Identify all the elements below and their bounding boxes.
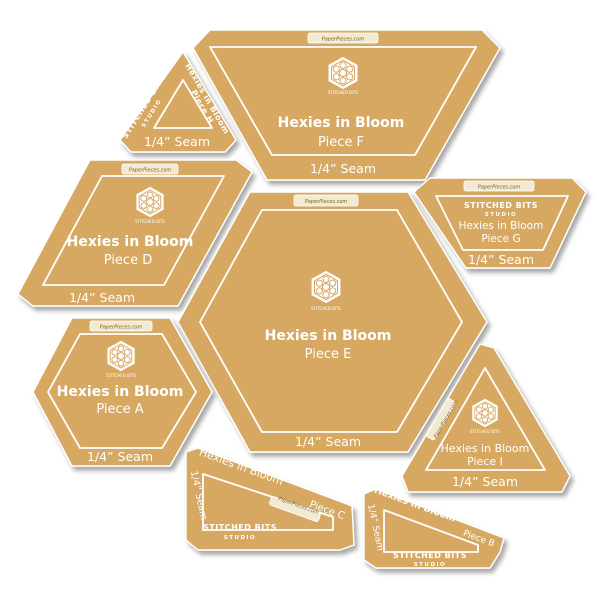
piece-c-studio-sub: STUDIO — [224, 535, 256, 541]
piece-e-logo-studio-text: STITCHED BITS — [311, 306, 341, 311]
piece-a-cut-line — [47, 333, 197, 449]
piece-e-seam-label: 1/4” Seam — [295, 434, 361, 449]
piece-h-body — [119, 51, 237, 153]
piece-d-piece-label: Piece D — [104, 253, 152, 268]
piece-g-url: PaperPieces.com — [478, 185, 521, 191]
piece-b-cut-line — [383, 509, 479, 553]
piece-h-cut-line — [153, 79, 213, 129]
piece-f-logo-studio-text: STITCHED BITS — [328, 90, 358, 95]
piece-c-body — [185, 447, 355, 551]
piece-i-piece-label: Piece I — [467, 455, 503, 468]
template-piece-i: PaperPieces.com STITCHED BITS Hexies in … — [401, 343, 571, 493]
piece-b-studio-sub: STUDIO — [414, 562, 446, 568]
piece-g-seam-label: 1/4” Seam — [468, 252, 534, 267]
piece-h-seam-label: 1/4” Seam — [144, 134, 210, 149]
piece-f-piece-label: Piece F — [318, 135, 364, 150]
template-piece-b: Hexies in Bloom Piece B 1/4” Seam STITCH… — [363, 485, 505, 569]
piece-e-body — [177, 191, 488, 453]
piece-e-cut-line — [199, 209, 463, 433]
piece-f-cut-line — [209, 46, 477, 156]
piece-g-studio-name: STITCHED BITS — [464, 201, 538, 210]
piece-e-title: Hexies in Bloom — [265, 328, 392, 344]
piece-d-cut-line — [42, 175, 225, 286]
piece-e-url: PaperPieces.com — [305, 199, 348, 205]
piece-g-studio-sub: STUDIO — [485, 212, 517, 218]
piece-b-studio-name: STITCHED BITS — [393, 551, 467, 560]
piece-i-url-badge — [426, 398, 456, 441]
piece-g-body — [413, 177, 587, 269]
piece-d-body — [17, 159, 253, 307]
piece-i-cut-line — [425, 367, 546, 471]
template-piece-g: PaperPieces.com STITCHED BITS STUDIO Hex… — [413, 177, 587, 269]
piece-a-url: PaperPieces.com — [100, 325, 143, 331]
piece-i-title: Hexies in Bloom — [441, 442, 530, 455]
piece-f-url: PaperPieces.com — [322, 37, 365, 43]
piece-i-logo-studio-text: STITCHED BITS — [470, 429, 500, 434]
piece-d-logo-studio-text: STITCHED BITS — [135, 219, 165, 224]
piece-i-seam-label: 1/4” Seam — [452, 474, 518, 489]
piece-g-cut-line — [435, 195, 569, 251]
piece-c-url-badge — [269, 496, 321, 523]
piece-g-title: Hexies in Bloom — [459, 220, 544, 232]
piece-f-seam-label: 1/4” Seam — [310, 161, 376, 176]
template-piece-d: PaperPieces.com STITCHED BITS Hexies in … — [17, 159, 253, 307]
piece-e-piece-label: Piece E — [305, 347, 352, 362]
piece-f-title: Hexies in Bloom — [278, 115, 405, 131]
piece-a-seam-label: 1/4” Seam — [87, 449, 153, 464]
piece-g-url-badge — [463, 180, 535, 192]
template-piece-c: Hexies in Bloom Piece C 1/4” Seam PaperP… — [185, 445, 355, 551]
piece-f-url-badge — [307, 32, 379, 44]
piece-d-seam-label: 1/4” Seam — [69, 290, 135, 305]
piece-a-logo-studio-text: STITCHED BITS — [106, 373, 136, 378]
template-piece-a: PaperPieces.com STITCHED BITS Hexies in … — [32, 317, 213, 467]
piece-a-body — [32, 317, 213, 467]
piece-d-title: Hexies in Bloom — [67, 234, 194, 250]
piece-a-piece-label: Piece A — [96, 402, 143, 417]
piece-g-piece-label: Piece G — [481, 233, 520, 245]
piece-e-url-badge — [293, 194, 359, 207]
piece-d-url-badge — [121, 163, 179, 175]
piece-a-title: Hexies in Bloom — [57, 384, 184, 400]
piece-d-url: PaperPieces.com — [129, 168, 172, 174]
piece-c-studio-name: STITCHED BITS — [203, 523, 277, 532]
piece-f-body — [192, 29, 501, 181]
piece-a-url-badge — [89, 320, 153, 332]
template-piece-f: PaperPieces.com STITCHED BITS Hexies in … — [192, 29, 501, 181]
template-piece-e: PaperPieces.com STITCHED BITS Hexies in … — [177, 191, 488, 453]
